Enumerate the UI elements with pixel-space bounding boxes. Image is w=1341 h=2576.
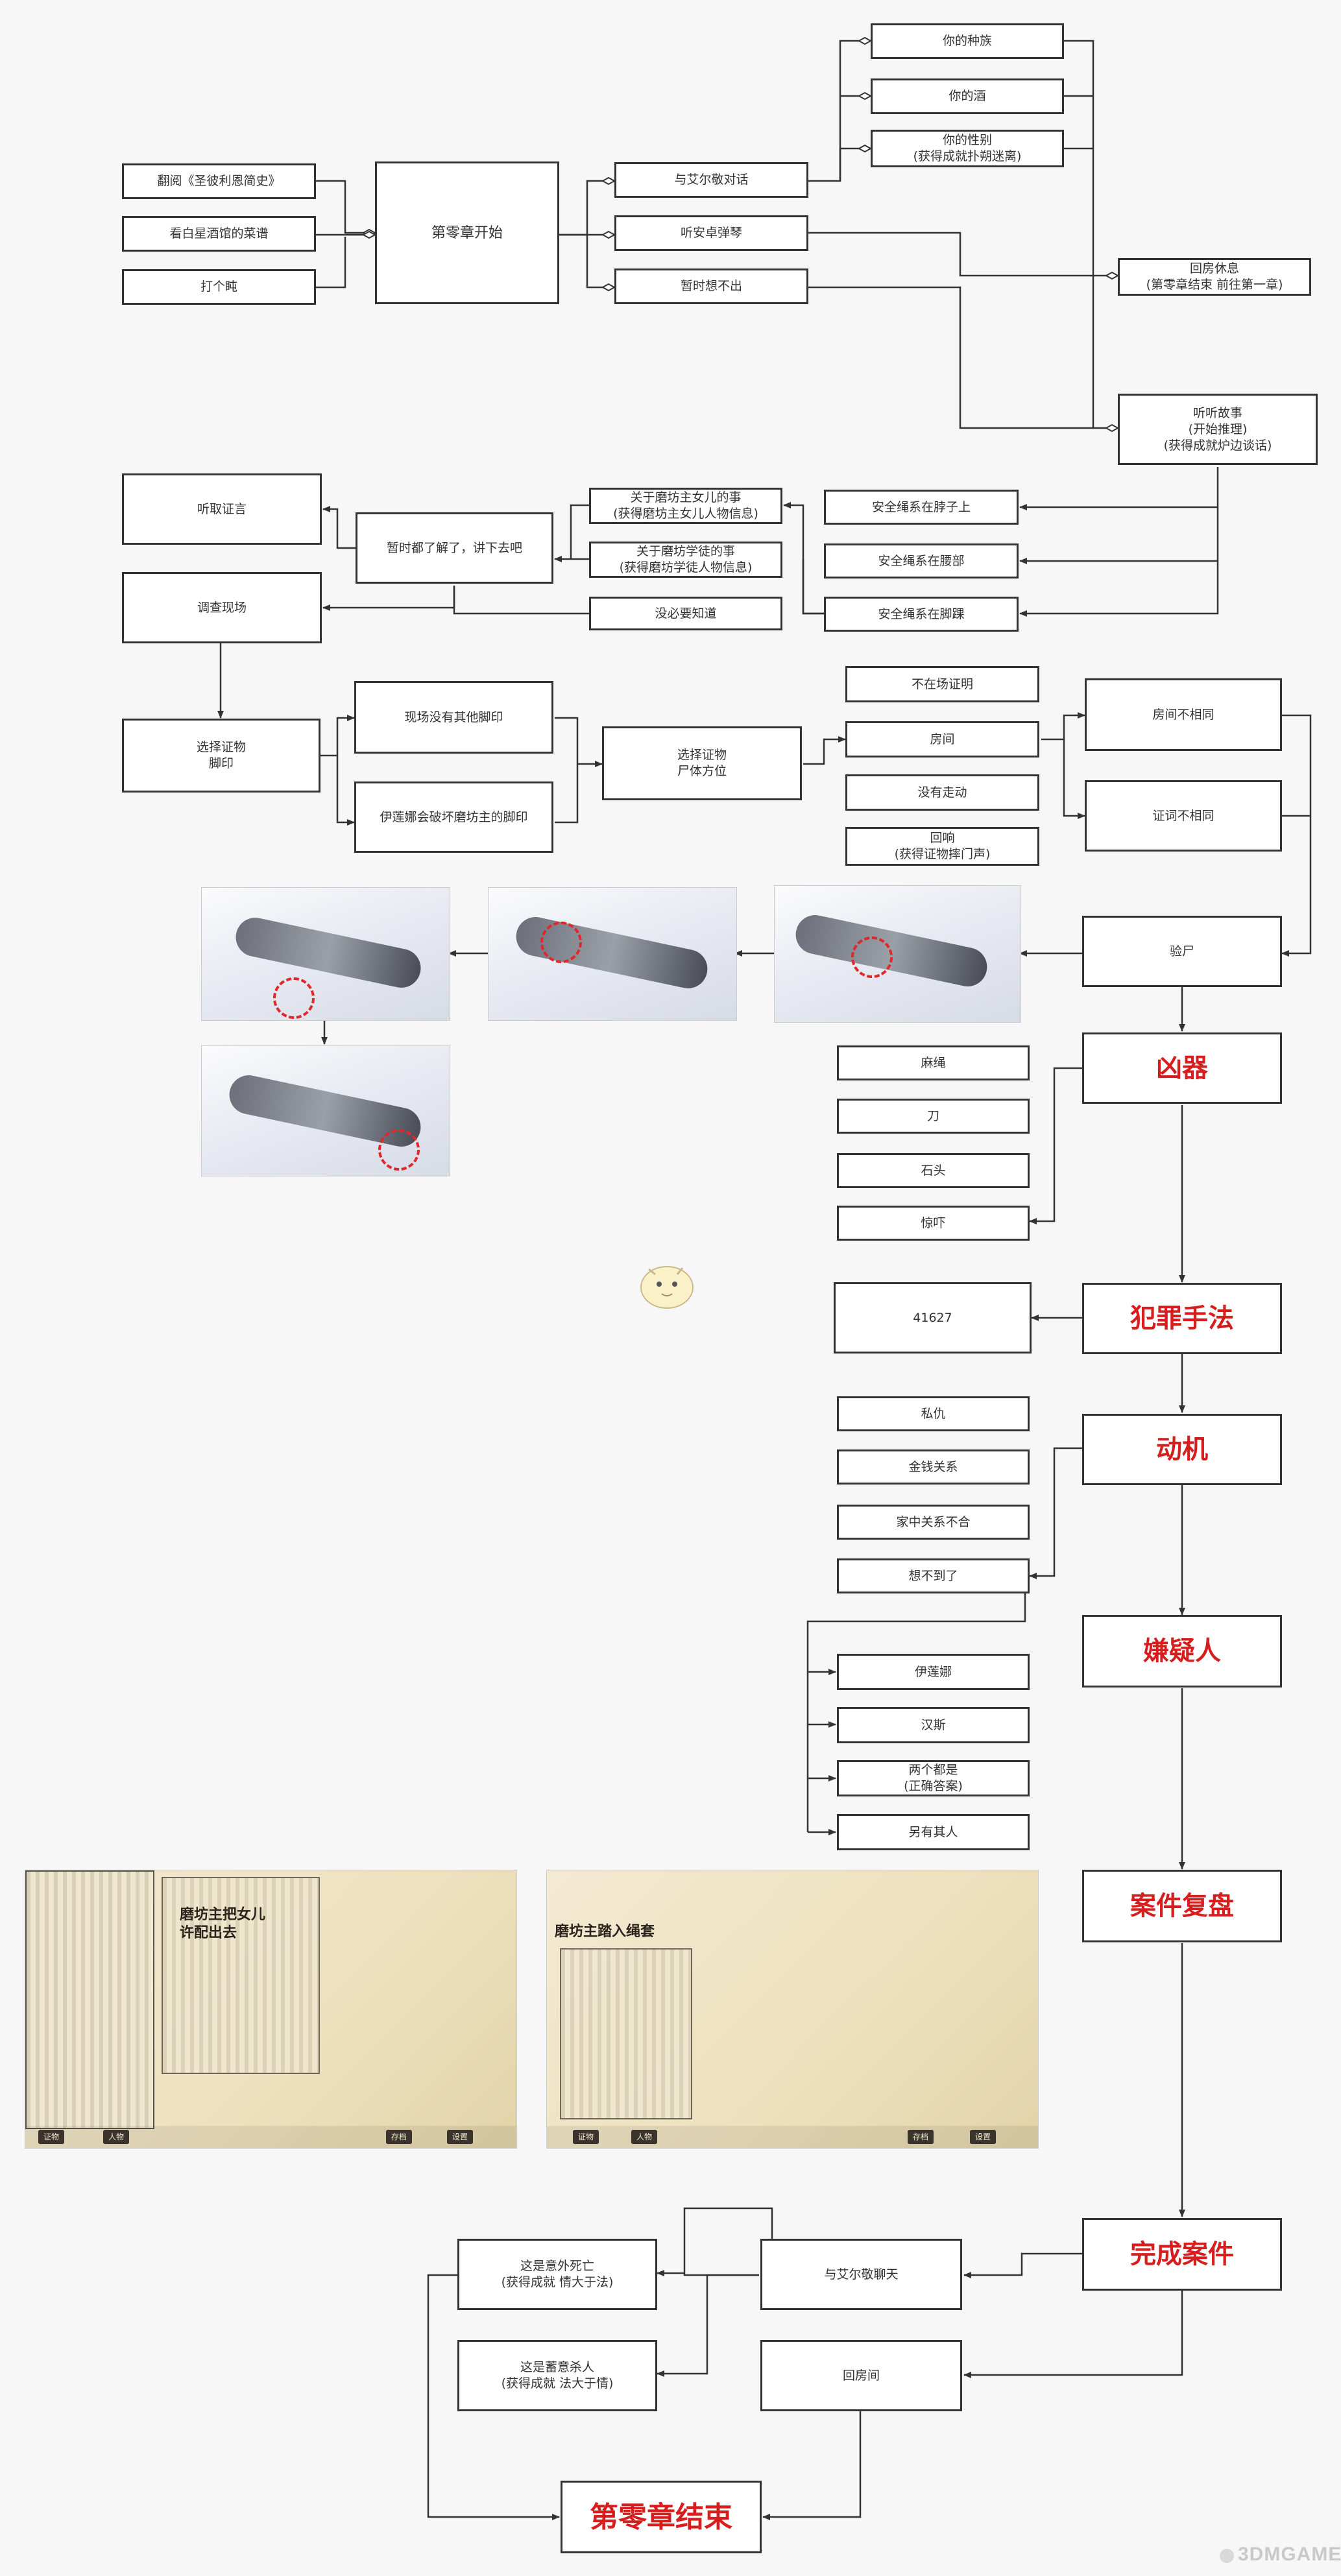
node-stone: 石头 xyxy=(837,1153,1030,1188)
node-other-footprint: 现场没有其他脚印 xyxy=(354,681,553,754)
autopsy-screenshot-1 xyxy=(201,887,450,1021)
node-ilena-broke: 伊莲娜会破坏磨坊主的脚印 xyxy=(354,781,553,853)
node-echo: 回响 (获得证物摔门声) xyxy=(845,827,1039,866)
node-rope-ankle: 安全绳系在脚踝 xyxy=(824,597,1019,632)
autopsy-screenshot-2 xyxy=(488,887,737,1021)
node-room-diff: 房间不相同 xyxy=(1085,678,1282,751)
node-chapter-start: 第零章开始 xyxy=(375,161,559,304)
node-not-out: 暂时想不出 xyxy=(614,268,808,304)
node-suspect: 嫌疑人 xyxy=(1082,1615,1282,1688)
node-no-walk: 没有走动 xyxy=(845,774,1039,811)
node-investigate: 调查现场 xyxy=(122,572,322,643)
node-miller-daughter: 关于磨坊主女儿的事 (获得磨坊主女儿人物信息) xyxy=(589,488,782,524)
comic1-evidence-button: 证物 xyxy=(38,2130,65,2144)
node-method: 犯罪手法 xyxy=(1082,1283,1282,1354)
node-knife: 刀 xyxy=(837,1099,1030,1134)
node-chat-alvin: 与艾尔敬聊天 xyxy=(760,2239,962,2310)
node-room: 房间 xyxy=(845,721,1039,757)
node-hans: 汉斯 xyxy=(837,1707,1030,1743)
autopsy-screenshot-3 xyxy=(774,885,1021,1023)
node-review: 案件复盘 xyxy=(1082,1870,1282,1942)
node-rope-waist: 安全绳系在腰部 xyxy=(824,543,1019,578)
node-alibi: 不在场证明 xyxy=(845,666,1039,702)
node-money: 金钱关系 xyxy=(837,1449,1030,1485)
node-miller-apprentice: 关于磨坊学徒的事 (获得磨坊学徒人物信息) xyxy=(589,542,782,578)
comic1-people-button: 人物 xyxy=(103,2130,130,2144)
node-complete: 完成案件 xyxy=(1082,2218,1282,2291)
node-family: 家中关系不合 xyxy=(837,1505,1030,1540)
comic2-caption: 磨坊主踏入绳套 xyxy=(555,1923,655,1940)
node-rope-neck: 安全绳系在脖子上 xyxy=(824,490,1019,525)
comic1-save-button: 存档 xyxy=(386,2130,413,2144)
node-autopsy: 验尸 xyxy=(1082,916,1282,987)
comic2-people-button: 人物 xyxy=(631,2130,658,2144)
node-listen-piano: 听安卓弹琴 xyxy=(614,215,808,251)
node-no-need: 没必要知道 xyxy=(589,597,782,630)
node-see-menu: 看白星酒馆的菜谱 xyxy=(122,216,316,252)
watermark-logo-icon xyxy=(1220,2549,1234,2563)
node-unexpected: 想不到了 xyxy=(837,1558,1030,1593)
review-screenshot-1: 磨坊主把女儿 许配出去 证物 人物 存档 设置 xyxy=(25,1870,517,2149)
node-choose-body: 选择证物 尸体方位 xyxy=(602,726,802,800)
node-gender: 你的性别 (获得成就扑朔迷离) xyxy=(871,130,1064,167)
node-understood: 暂时都了解了，讲下去吧 xyxy=(356,512,553,584)
node-weapon: 凶器 xyxy=(1082,1032,1282,1104)
node-race: 你的种族 xyxy=(871,23,1064,59)
node-hemp-rope: 麻绳 xyxy=(837,1045,1030,1080)
node-murder: 这是蓄意杀人 (获得成就 法大于情) xyxy=(457,2340,657,2411)
node-code: 41627 xyxy=(834,1282,1032,1354)
node-back-room: 回房间 xyxy=(760,2340,962,2411)
watermark: 3DMGAME xyxy=(1238,2544,1341,2565)
autopsy-screenshot-4 xyxy=(201,1045,450,1176)
comic2-settings-button: 设置 xyxy=(970,2130,997,2144)
comic1-caption: 磨坊主把女儿 许配出去 xyxy=(180,1906,266,1941)
node-wine: 你的酒 xyxy=(871,78,1064,114)
node-story: 听听故事 (开始推理) (获得成就炉边谈话) xyxy=(1118,394,1318,465)
node-nap: 打个盹 xyxy=(122,269,316,305)
review-screenshot-2: 磨坊主踏入绳套 证物 人物 存档 设置 xyxy=(546,1870,1039,2149)
node-testimony: 听取证言 xyxy=(122,473,322,545)
comic2-evidence-button: 证物 xyxy=(573,2130,599,2144)
node-motive: 动机 xyxy=(1082,1414,1282,1485)
node-testimony-diff: 证词不相同 xyxy=(1085,780,1282,852)
node-talk-alvin: 与艾尔敬对话 xyxy=(614,162,808,198)
node-rest: 回房休息 (第零章结束 前往第一章) xyxy=(1118,258,1311,296)
node-scare: 惊吓 xyxy=(837,1206,1030,1241)
node-other-person: 另有其人 xyxy=(837,1814,1030,1850)
node-revenge: 私仇 xyxy=(837,1396,1030,1431)
node-read-book: 翻阅《圣彼利恩简史》 xyxy=(122,163,316,199)
node-choose-footprint: 选择证物 脚印 xyxy=(122,719,320,793)
node-chapter-end: 第零章结束 xyxy=(561,2481,762,2553)
mascot-icon xyxy=(640,1266,694,1309)
comic2-save-button: 存档 xyxy=(908,2130,934,2144)
node-both: 两个都是 (正确答案) xyxy=(837,1760,1030,1796)
node-accident: 这是意外死亡 (获得成就 情大于法) xyxy=(457,2239,657,2310)
comic1-settings-button: 设置 xyxy=(447,2130,474,2144)
node-ilena: 伊莲娜 xyxy=(837,1654,1030,1690)
